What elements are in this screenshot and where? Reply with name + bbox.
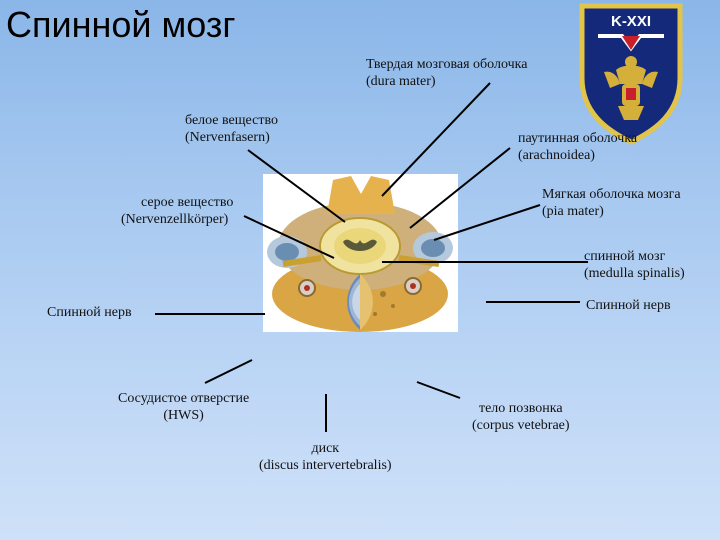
label-dura-mater: Твердая мозговая оболочка (dura mater) bbox=[366, 56, 527, 90]
label-pia-mater-lat: (pia mater) bbox=[542, 204, 604, 219]
label-vertebral-body-lat: (corpus vetebrae) bbox=[472, 418, 570, 433]
label-arachnoid-lat: (arachnoidea) bbox=[518, 148, 595, 163]
label-disc-lat: (discus intervertebralis) bbox=[259, 458, 392, 473]
label-vascular-foramen: Сосудистое отверстие (HWS) bbox=[118, 390, 249, 424]
label-disc: диск (discus intervertebralis) bbox=[259, 440, 392, 474]
label-grey-matter-lat: (Nervenzellkörper) bbox=[121, 212, 229, 227]
leader-white-matter bbox=[247, 149, 346, 223]
label-vertebral-body-ru: тело позвонка bbox=[478, 401, 563, 416]
leader-hws bbox=[204, 359, 253, 384]
leader-body bbox=[416, 381, 461, 399]
label-arachnoid: паутинная оболочка (arachnoidea) bbox=[518, 130, 637, 164]
label-dura-mater-ru: Твердая мозговая оболочка bbox=[366, 57, 528, 72]
label-vertebral-body: тело позвонка (corpus vetebrae) bbox=[472, 400, 570, 434]
label-spinal-cord-lat: (medulla spinalis) bbox=[584, 266, 685, 281]
label-vascular-foramen-lat: (HWS) bbox=[163, 408, 204, 423]
label-grey-matter: серое вещество (Nervenzellkörper) bbox=[121, 194, 233, 228]
label-white-matter: белое вещество (Nervenfasern) bbox=[185, 112, 278, 146]
label-pia-mater-ru: Мягкая оболочка мозга bbox=[542, 187, 681, 202]
label-pia-mater: Мягкая оболочка мозга (pia mater) bbox=[542, 186, 681, 220]
spine-cross-section-image bbox=[263, 174, 458, 332]
leader-pia bbox=[433, 204, 541, 241]
leader-dura bbox=[381, 82, 491, 197]
label-spinal-nerve-left: Спинной нерв bbox=[47, 305, 132, 320]
label-spinal-cord-ru: спинной мозг bbox=[584, 249, 666, 264]
label-dura-mater-lat: (dura mater) bbox=[366, 74, 436, 89]
leader-arachnoid bbox=[409, 147, 511, 229]
badge-text: K-XXI bbox=[611, 13, 651, 30]
label-white-matter-lat: (Nervenfasern) bbox=[185, 130, 270, 145]
label-vascular-foramen-ru: Сосудистое отверстие bbox=[118, 391, 250, 406]
label-spinal-cord: спинной мозг (medulla spinalis) bbox=[584, 248, 685, 282]
label-spinal-nerve-right: Спинной нерв bbox=[586, 298, 671, 313]
label-white-matter-ru: белое вещество bbox=[185, 113, 278, 128]
page-title: Спинной мозг bbox=[6, 4, 236, 45]
label-disc-ru: диск bbox=[311, 441, 340, 456]
label-grey-matter-ru: серое вещество bbox=[141, 195, 234, 210]
label-arachnoid-ru: паутинная оболочка bbox=[518, 131, 638, 146]
k-xxi-badge-logo: K-XXI bbox=[579, 3, 683, 145]
leader-grey-matter bbox=[243, 215, 335, 259]
